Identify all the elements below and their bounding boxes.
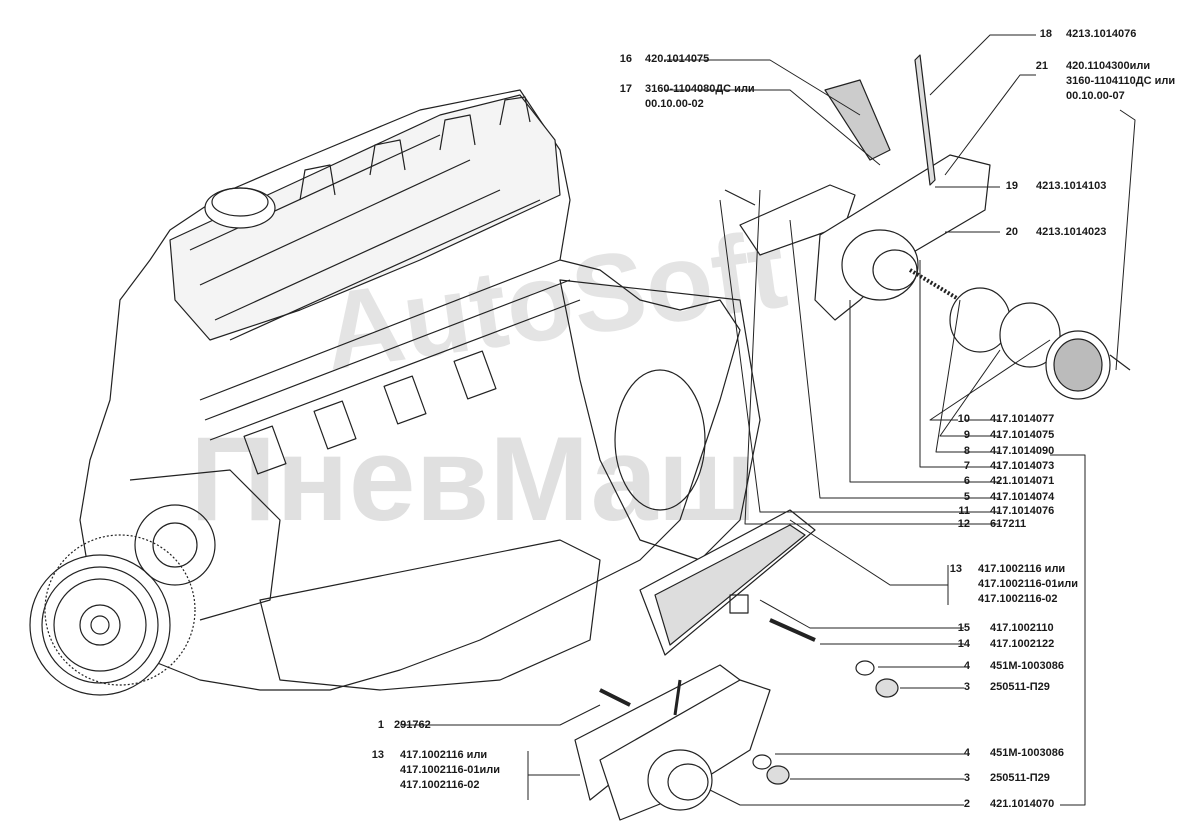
callout-part-number: 250511-П29 xyxy=(990,681,1050,693)
valve-cover xyxy=(169,94,561,341)
callout-part-number: 417.1002116-01или xyxy=(978,578,1079,590)
callout-part-number: 417.1002116 или xyxy=(400,749,488,761)
callout-number: 11 xyxy=(958,505,970,517)
callout-number: 17 xyxy=(619,83,632,95)
watermark: AutoSoft ПневМаш xyxy=(190,207,793,546)
callout-number: 15 xyxy=(957,622,970,634)
callout-part-number: 417.1014073 xyxy=(990,460,1055,472)
callout-part-number: 451М-1003086 xyxy=(990,660,1065,672)
callout-number: 5 xyxy=(963,491,970,503)
callout-part-number: 417.1002116-01или xyxy=(400,764,501,776)
callout-part-number: 617211 xyxy=(990,518,1027,530)
callout-number: 3 xyxy=(963,681,970,693)
fuel-pump-upper-group xyxy=(724,54,1131,400)
callout-part-number: 250511-П29 xyxy=(990,772,1050,784)
callout-number: 13 xyxy=(371,749,384,761)
callout-number: 2 xyxy=(963,798,970,810)
callout-number: 13 xyxy=(949,563,962,575)
callout-number: 18 xyxy=(1039,28,1052,40)
leader-lines xyxy=(400,34,1136,806)
callout-number: 1 xyxy=(377,719,384,731)
callout-part-number: 291762 xyxy=(394,719,431,731)
callout-number: 19 xyxy=(1005,180,1018,192)
callout-number: 21 xyxy=(1035,60,1048,72)
callout-number: 4 xyxy=(963,660,970,672)
callout-part-number: 417.1014077 xyxy=(990,413,1055,425)
watermark-pnevmash: ПневМаш xyxy=(190,412,757,546)
callout-number: 16 xyxy=(619,53,632,65)
callout-number: 8 xyxy=(963,445,970,457)
callout-part-number: 420.1014075 xyxy=(645,53,710,65)
oil-pan xyxy=(259,539,601,691)
callout-part-number: 417.1002116-02 xyxy=(978,593,1058,605)
callout-part-number: 417.1014075 xyxy=(990,429,1055,441)
callout-number: 10 xyxy=(957,413,970,425)
callout-part-number: 00.10.00-07 xyxy=(1066,90,1125,102)
crank-pulley xyxy=(29,534,196,696)
callout-number: 4 xyxy=(963,747,970,759)
callout-part-number: 417.1002110 xyxy=(990,622,1054,634)
callout-number: 14 xyxy=(957,638,970,650)
callout-part-number: 4213.1014103 xyxy=(1036,180,1107,192)
callout-part-number: 3160-1104110ДС или xyxy=(1066,75,1176,87)
callout-number: 20 xyxy=(1005,226,1018,238)
callout-part-number: 417.1014076 xyxy=(990,505,1055,517)
callout-part-number: 417.1014090 xyxy=(990,445,1055,457)
callout-number: 12 xyxy=(957,518,970,530)
callout-part-number: 421.1014071 xyxy=(990,475,1055,487)
callout-part-number: 4213.1014076 xyxy=(1066,28,1137,40)
callout-part-number: 417.1002116 или xyxy=(978,563,1066,575)
callout-part-number: 00.10.00-02 xyxy=(645,98,704,110)
fuel-pump-lower-group xyxy=(574,664,771,821)
callout-number: 3 xyxy=(963,772,970,784)
callout-part-number: 451М-1003086 xyxy=(990,747,1065,759)
oil-filler-cap xyxy=(204,187,276,229)
callout-number: 6 xyxy=(963,475,970,487)
callout-part-number: 417.1002116-02 xyxy=(400,779,480,791)
callout-part-number: 3160-1104080ДС или xyxy=(645,83,755,95)
callout-part-number: 420.1104300или xyxy=(1066,60,1151,72)
callout-part-number: 417.1002122 xyxy=(990,638,1055,650)
callout-number: 7 xyxy=(963,460,970,472)
callout-part-number: 4213.1014023 xyxy=(1036,226,1107,238)
callout-part-number: 421.1014070 xyxy=(990,798,1055,810)
callout-part-number: 417.1014074 xyxy=(990,491,1055,503)
cover-plate-group xyxy=(639,509,816,656)
callout-number: 9 xyxy=(963,429,970,441)
